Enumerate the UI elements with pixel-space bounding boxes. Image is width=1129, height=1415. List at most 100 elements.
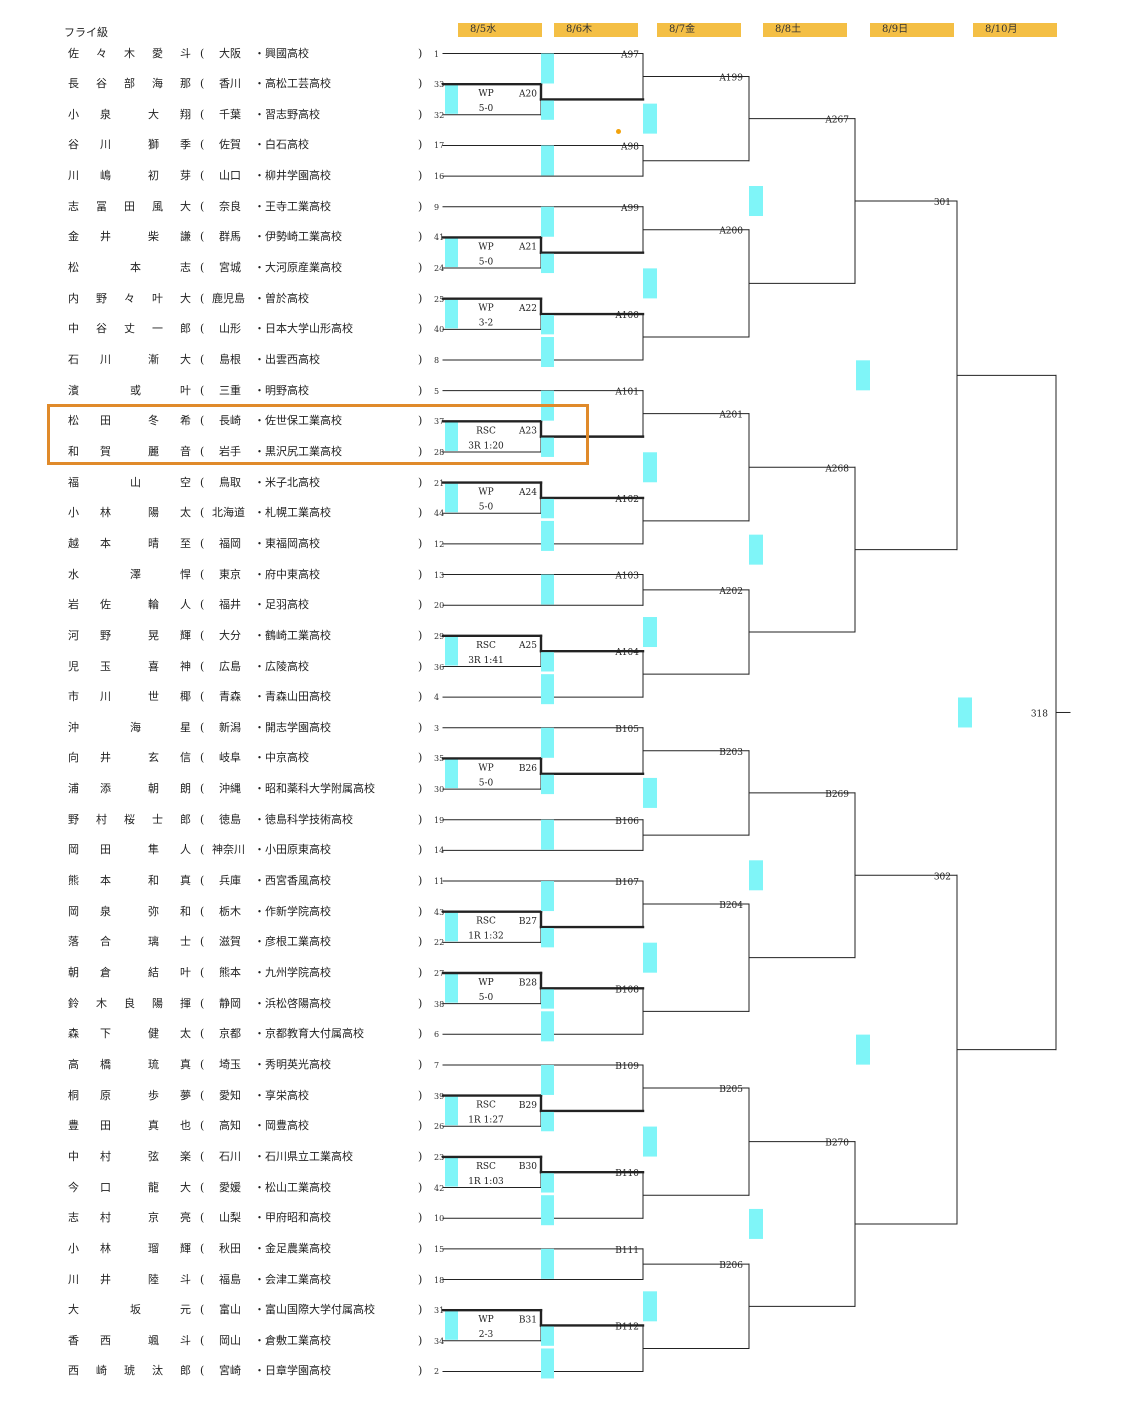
entry-name-char: 木: [124, 46, 135, 60]
entry-name-char: 隼: [148, 843, 159, 857]
entry-prefecture: 東京: [219, 567, 241, 581]
entry-name-char: 川: [68, 1272, 79, 1286]
entry-name-char: 木: [96, 996, 107, 1010]
day-header: 8/5水: [458, 23, 542, 37]
entry-name-char: 市: [68, 690, 79, 704]
close-paren: ): [418, 935, 423, 949]
entry-name-char: 空: [180, 475, 191, 489]
entry-name-char: 斗: [180, 1272, 191, 1286]
r1-corner-marker: [445, 299, 458, 329]
entry-name-char: 坂: [130, 1303, 141, 1317]
entry-prefecture: 熊本: [219, 966, 241, 979]
entry-row: 川嶋初芽(山口・柳井学園高校)16: [0, 169, 444, 183]
entry-name-char: 斗: [180, 46, 191, 60]
entry-name-char: 郎: [180, 812, 191, 826]
entry-name-char: 松: [68, 261, 79, 275]
entry-name-char: 岡: [68, 843, 79, 857]
entry-school: ・明野高校: [254, 383, 309, 397]
highlight-box: [47, 404, 589, 465]
entry-name-char: 岩: [68, 598, 79, 612]
entry-name-char: 朝: [68, 966, 79, 979]
entry-name-char: 中: [68, 1149, 79, 1163]
entry-seed: 9: [434, 202, 440, 212]
r1-result-method: WP: [478, 242, 493, 252]
r1-result-marker: [541, 1326, 554, 1346]
r1-result-score: 5-0: [479, 778, 494, 788]
close-paren: ): [418, 1027, 423, 1041]
entry-name-char: 岡: [68, 904, 79, 918]
r1-match-label: B30: [519, 1162, 537, 1172]
round2-match-label: A97: [620, 51, 639, 61]
entry-name-char: 人: [180, 598, 191, 612]
r1-corner-marker: [445, 636, 458, 666]
round2-match-label: B106: [615, 817, 639, 827]
entry-seed: 39: [434, 1091, 445, 1101]
entry-name-char: 西: [100, 1333, 111, 1347]
entry-school: ・米子北高校: [254, 475, 320, 489]
entry-prefecture: 京都: [219, 1027, 241, 1041]
entry-prefecture: 福島: [219, 1272, 241, 1286]
open-paren: (: [200, 169, 205, 183]
entry-name-char: 々: [124, 291, 135, 305]
entry-seed: 2: [434, 1367, 440, 1377]
entry-name-char: 田: [100, 1119, 111, 1133]
close-paren: ): [418, 843, 423, 857]
entry-name-char: 川: [100, 138, 111, 152]
entry-row: 熊本和真(兵庫・西宮香風高校)11: [0, 874, 444, 888]
r1-result-method: RSC: [476, 1162, 496, 1172]
entry-name-char: 弦: [148, 1149, 159, 1163]
entry-seed: 4: [434, 693, 440, 703]
entry-name-char: 朗: [180, 782, 191, 796]
entry-name-char: 澤: [130, 567, 141, 581]
r1-result-score: 5-0: [479, 993, 494, 1003]
entry-name-char: 村: [96, 812, 107, 826]
entry-name-char: 田: [100, 843, 111, 857]
close-paren: ): [418, 628, 423, 642]
entry-prefecture: 滋賀: [219, 935, 241, 949]
round4-marker: [749, 1208, 763, 1239]
r1-corner-marker: [445, 912, 458, 942]
round4-match-label: A267: [824, 116, 849, 126]
entry-name-char: 添: [100, 782, 111, 796]
close-paren: ): [418, 1180, 423, 1194]
entry-seed: 5: [434, 386, 440, 396]
r1-result-marker: [541, 774, 554, 795]
entry-name-char: 真: [180, 874, 191, 888]
round3-marker: [643, 452, 657, 483]
entry-name-char: 神: [180, 659, 191, 673]
entry-name-char: 小: [68, 1241, 79, 1255]
open-paren: (: [200, 322, 205, 336]
day-header: 8/8土: [763, 23, 847, 37]
r1-corner-marker: [445, 85, 458, 114]
entry-row: 児玉喜神(広島・広陵高校)36: [0, 659, 444, 674]
entry-row: 大坂元(富山・富山国際大学付属高校)31: [0, 1303, 444, 1317]
marker-dot: [616, 129, 621, 134]
r1-result-marker: [541, 928, 554, 948]
entry-prefecture: 千葉: [219, 107, 241, 121]
round2-marker: [541, 1348, 554, 1379]
entry-prefecture: 岩手: [219, 444, 241, 458]
entry-prefecture: 鳥取: [219, 475, 241, 489]
close-paren: ): [418, 169, 423, 183]
entry-name-char: 士: [180, 935, 191, 949]
close-paren: ): [418, 751, 423, 765]
round2-marker: [541, 574, 554, 605]
close-paren: ): [418, 230, 423, 244]
entry-seed: 32: [434, 110, 445, 120]
round2-marker: [541, 520, 554, 551]
entry-name-char: 瑠: [148, 1241, 159, 1255]
entry-seed: 43: [434, 907, 445, 917]
entry-name-char: 叶: [152, 291, 163, 305]
open-paren: (: [200, 199, 205, 213]
entry-row: 内野々叶大(鹿児島・曽於高校)25: [0, 291, 444, 306]
entry-name-char: 揮: [180, 996, 191, 1010]
round4-marker: [749, 186, 763, 217]
r1-result-score: 2-3: [479, 1330, 494, 1340]
entry-name-char: 鈴: [68, 996, 79, 1010]
entry-name-char: 谷: [68, 138, 79, 152]
open-paren: (: [200, 1027, 205, 1041]
entry-prefecture: 愛知: [219, 1088, 241, 1102]
round2-match-label: A102: [614, 495, 639, 505]
round4-match-label: A268: [824, 464, 849, 474]
entry-name-char: 中: [68, 322, 79, 336]
